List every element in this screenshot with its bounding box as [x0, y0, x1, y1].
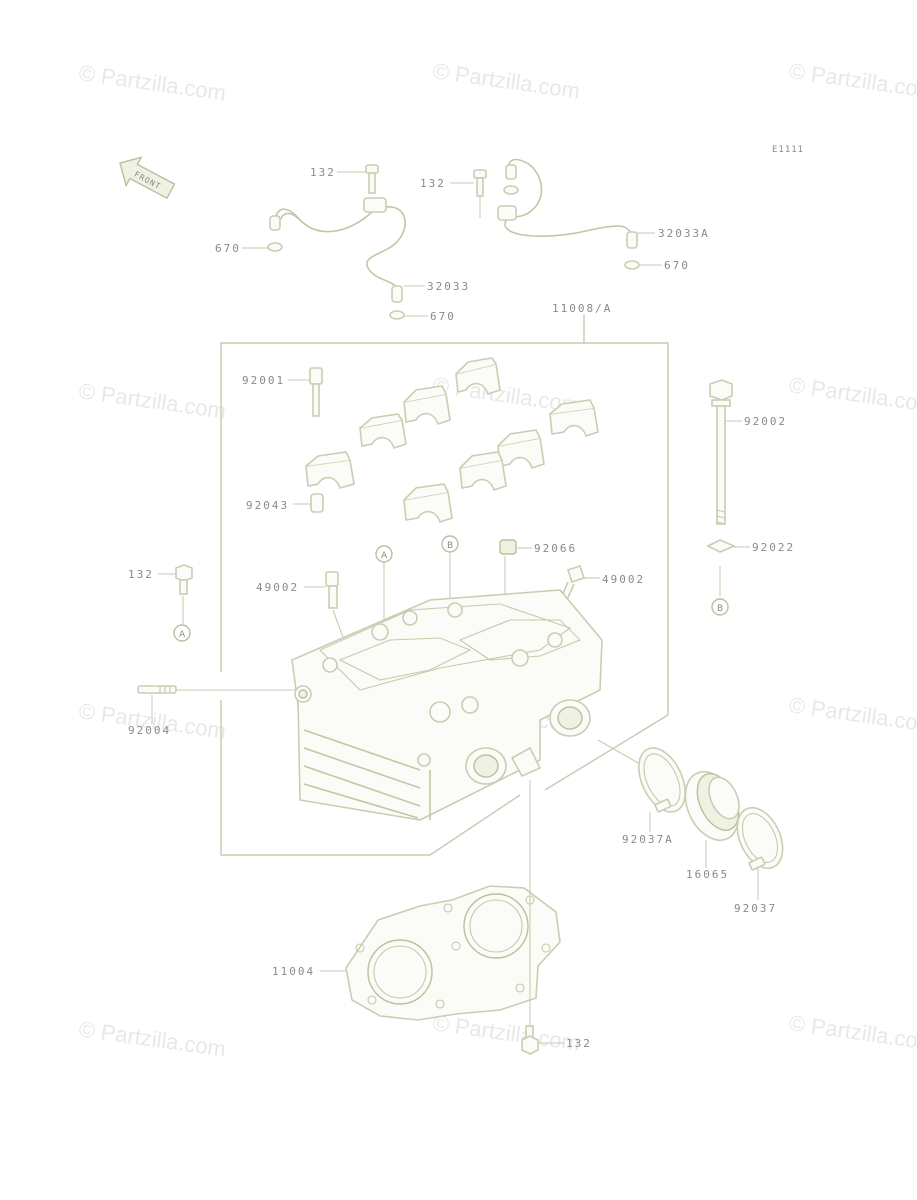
label-11008a: 11008/A — [552, 302, 612, 315]
label-92022: 92022 — [752, 541, 795, 554]
watermark: © Partzilla.com — [787, 58, 917, 103]
callout-a-left: A — [179, 630, 186, 640]
callouts: A B B A — [173, 535, 729, 642]
gasket-11004 — [320, 885, 561, 1021]
bolt-92001 — [288, 367, 323, 417]
part-labels: 132 132 670 32033 670 32033A 670 11008/A… — [128, 166, 795, 1050]
label-132-top-left: 132 — [310, 166, 336, 179]
bolt-92002 — [709, 379, 742, 525]
holder-16065 — [684, 771, 740, 868]
dowel-92043 — [293, 493, 324, 513]
label-11004: 11004 — [272, 965, 315, 978]
clamp-92037 — [736, 806, 784, 900]
label-92037a: 92037A — [622, 833, 674, 846]
camshaft-caps — [305, 357, 599, 524]
oil-pipe-32033a — [473, 158, 640, 270]
watermark: © Partzilla.com — [787, 1010, 917, 1055]
watermark: © Partzilla.com — [787, 372, 917, 417]
label-49002-right: 49002 — [602, 573, 645, 586]
label-92004: 92004 — [128, 724, 171, 737]
bolt-132-bottom — [521, 780, 564, 1055]
label-92043: 92043 — [246, 499, 289, 512]
front-arrow-icon: FRONT — [119, 156, 176, 200]
label-32033a: 32033A — [658, 227, 710, 240]
label-132-left: 132 — [128, 568, 154, 581]
bolt-132-left — [158, 564, 193, 624]
watermark: © Partzilla.com — [431, 58, 581, 103]
cylinder-head — [291, 589, 603, 821]
label-16065: 16065 — [686, 868, 729, 881]
label-132-bottom: 132 — [566, 1037, 592, 1050]
leaders-top — [242, 171, 662, 317]
watermark: © Partzilla.com — [77, 1016, 227, 1061]
callout-b-right: B — [717, 604, 723, 614]
label-92037: 92037 — [734, 902, 777, 915]
label-49002-left: 49002 — [256, 581, 299, 594]
label-92001: 92001 — [242, 374, 285, 387]
cylinder-head-box — [220, 314, 669, 856]
watermark: © Partzilla.com — [787, 692, 917, 737]
stud-92004 — [137, 685, 295, 724]
watermark: © Partzilla.com — [77, 60, 227, 105]
label-670-left: 670 — [215, 242, 241, 255]
label-92002: 92002 — [744, 415, 787, 428]
watermark: © Partzilla.com — [77, 378, 227, 423]
oil-pipe-32033 — [267, 164, 406, 320]
label-670-bottom: 670 — [430, 310, 456, 323]
callout-a-top: A — [381, 551, 388, 561]
label-670-right: 670 — [664, 259, 690, 272]
label-92066: 92066 — [534, 542, 577, 555]
washer-92022 — [706, 539, 750, 596]
label-132-top-right: 132 — [420, 177, 446, 190]
clamp-92037a — [597, 739, 686, 832]
callout-b-top: B — [447, 541, 453, 551]
diagram-code: E1111 — [772, 145, 804, 155]
label-32033: 32033 — [427, 280, 470, 293]
watermark: © Partzilla.com — [431, 1010, 581, 1055]
